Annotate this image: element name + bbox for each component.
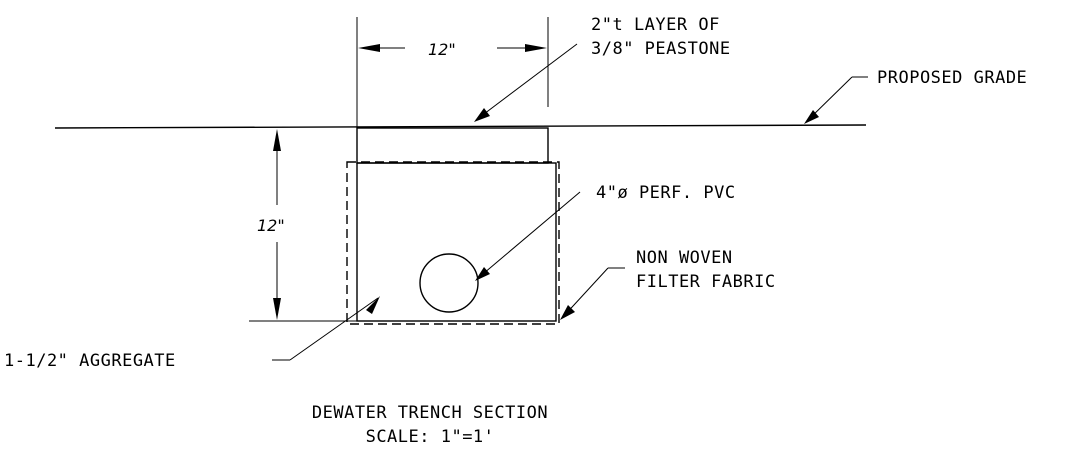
depth-dimension-label: 12"	[257, 216, 285, 235]
aggregate-leader	[272, 296, 380, 361]
peastone-label-line2: 3/8" PEASTONE	[591, 39, 731, 59]
width-dimension: 12"	[356, 17, 549, 128]
width-arrowhead-left	[358, 44, 380, 52]
proposed-grade-leader	[804, 76, 868, 124]
filter-fabric-label-line2: FILTER FABRIC	[636, 272, 776, 292]
drawing-scale: SCALE: 1"=1'	[366, 427, 495, 447]
drawing-title: DEWATER TRENCH SECTION	[312, 403, 548, 423]
filter-fabric-leader	[560, 267, 625, 320]
aggregate-label: 1-1/2" AGGREGATE	[4, 351, 176, 371]
filter-fabric-label-line1: NON WOVEN	[636, 248, 733, 268]
pvc-leader	[475, 191, 581, 281]
filter-fabric-outline	[346, 161, 560, 325]
proposed-grade-line	[54, 124, 867, 129]
width-dimension-label: 12"	[428, 40, 456, 59]
trench-aggregate-body	[356, 162, 557, 322]
peastone-leader	[474, 43, 578, 122]
depth-arrowhead-top	[273, 129, 281, 151]
peastone-layer	[356, 127, 549, 164]
proposed-grade-label: PROPOSED GRADE	[877, 68, 1027, 88]
pvc-label: 4"ø PERF. PVC	[596, 183, 736, 203]
depth-dimension: 12"	[257, 129, 285, 320]
perforated-pvc-pipe	[419, 253, 479, 313]
width-arrowhead-right	[525, 44, 547, 52]
depth-arrowhead-bottom	[273, 298, 281, 320]
peastone-label-line1: 2"t LAYER OF	[591, 15, 720, 35]
